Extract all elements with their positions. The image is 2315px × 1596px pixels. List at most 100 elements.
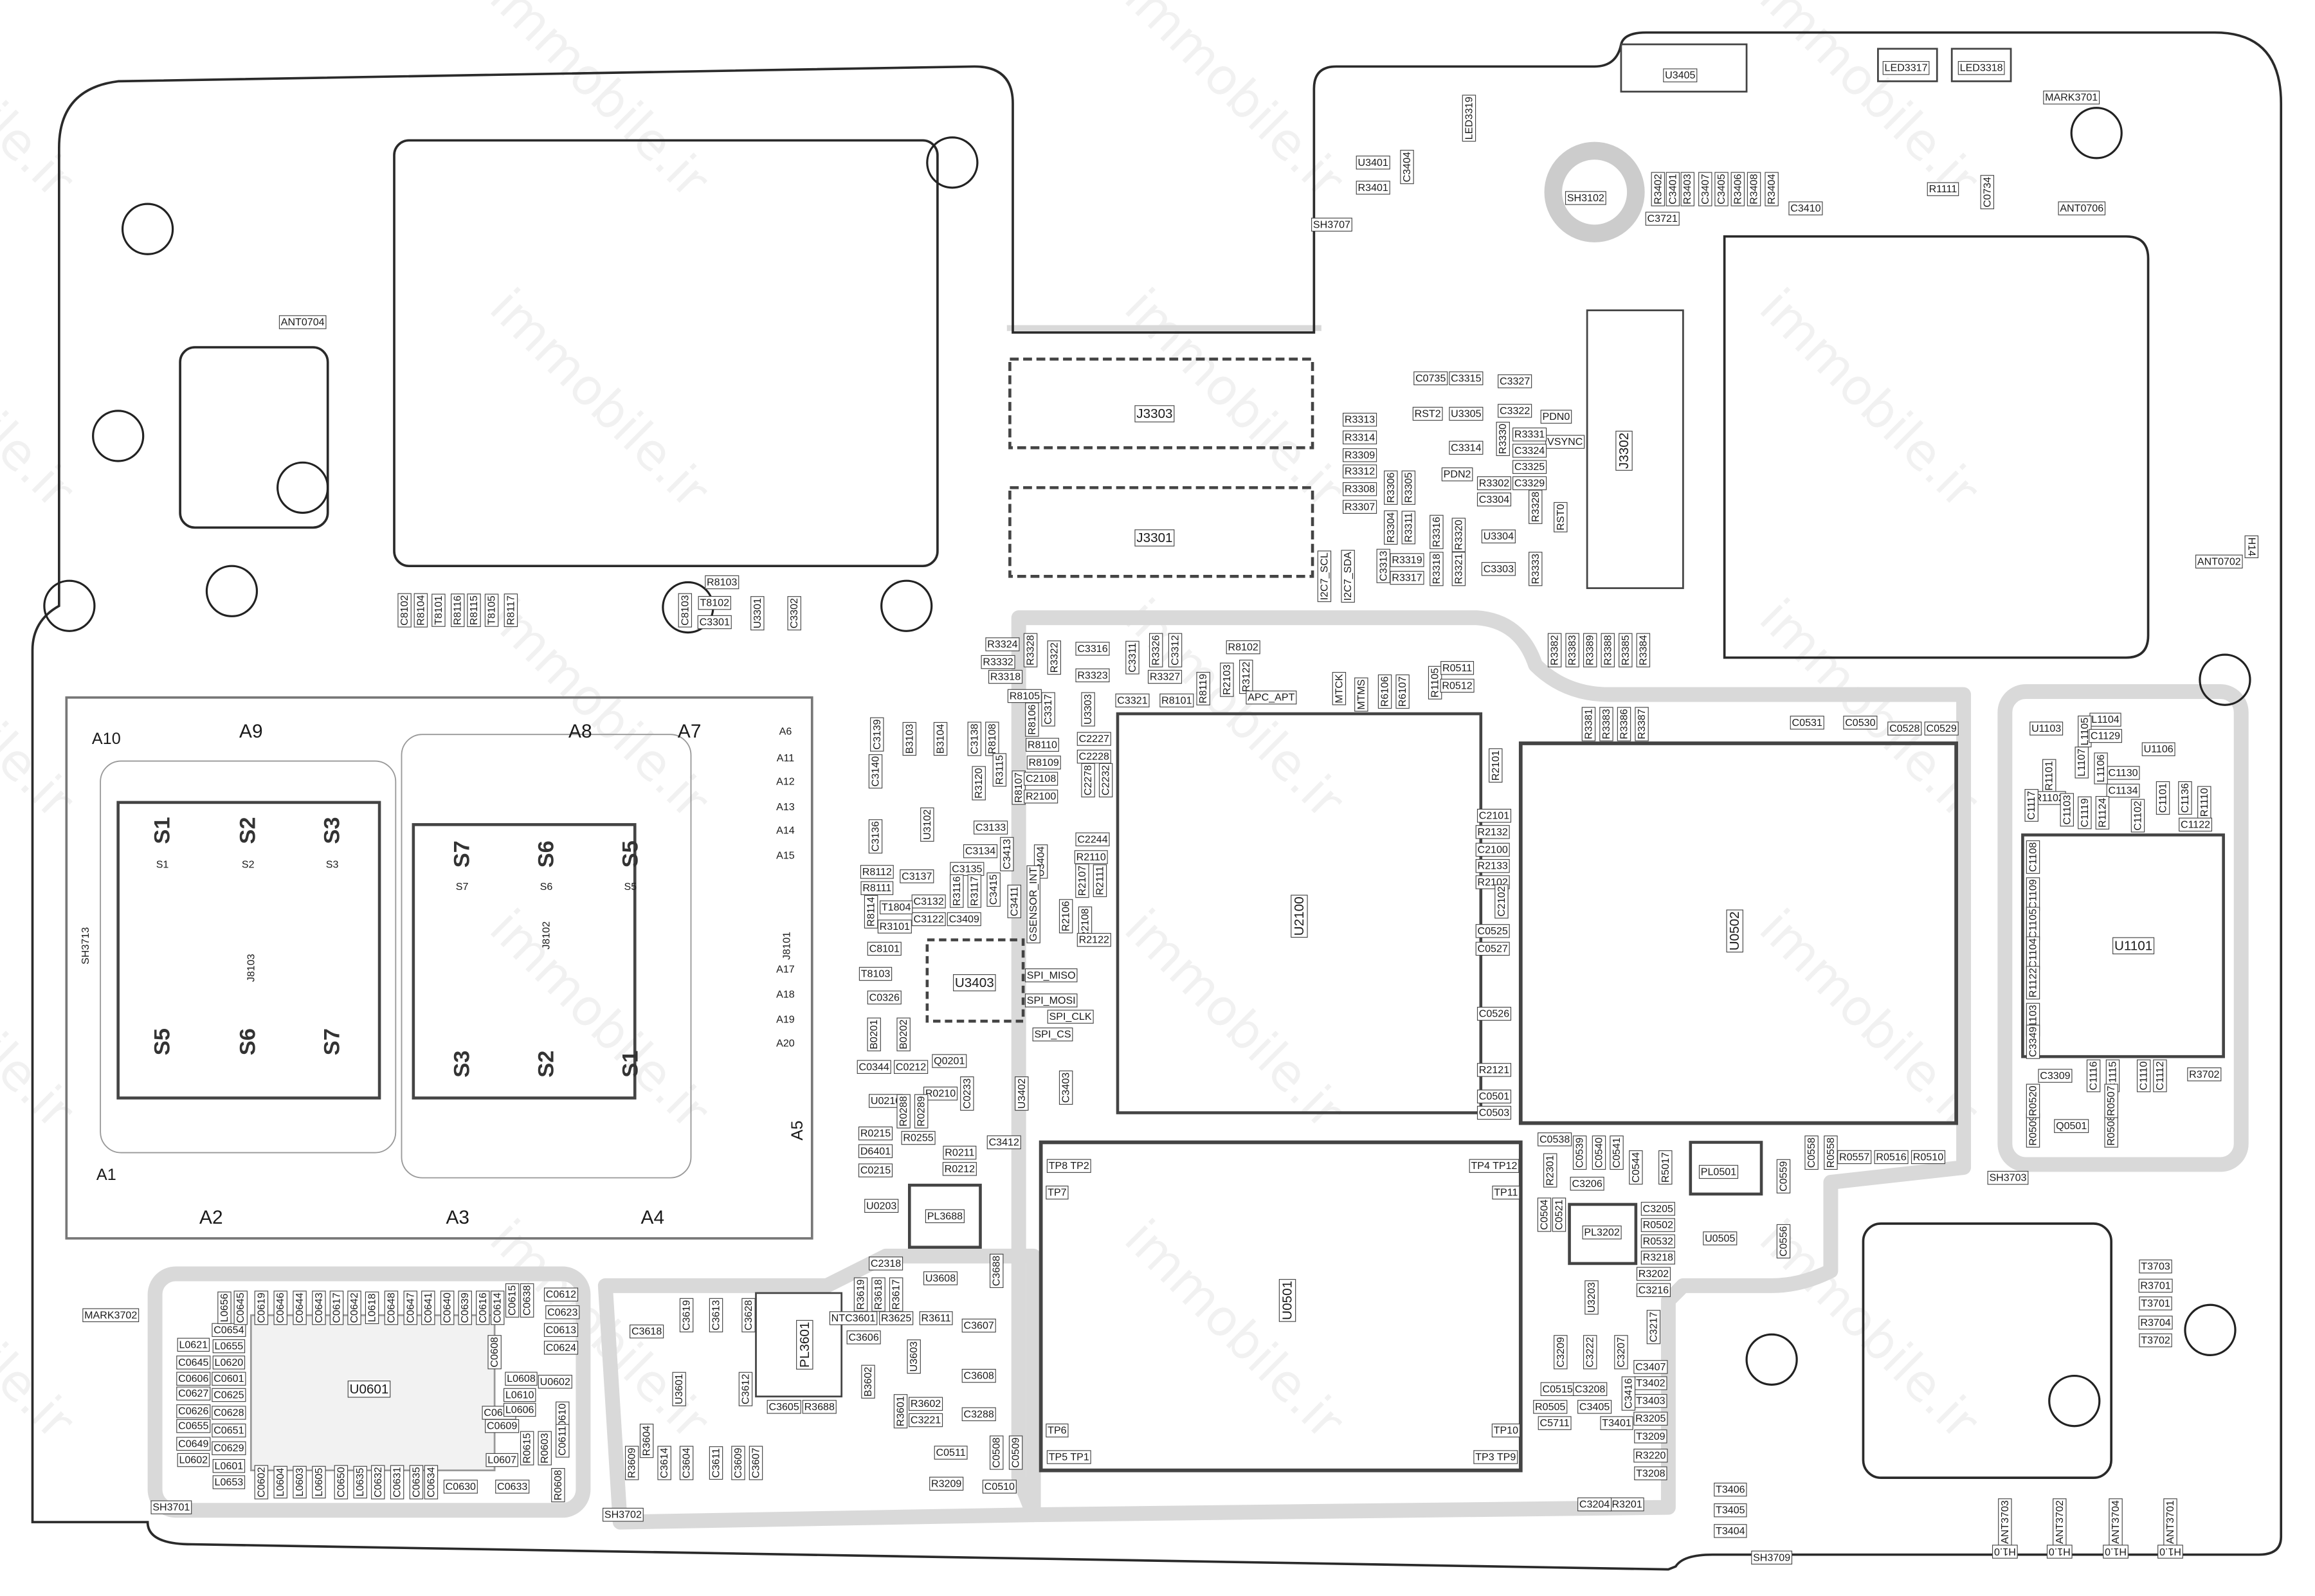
component-outline	[929, 1476, 964, 1491]
component-label: S2	[242, 858, 255, 870]
component-label: C0531	[1792, 717, 1822, 729]
component-label-group: C1110	[2136, 1059, 2151, 1093]
component-label: ANT0702	[2197, 556, 2241, 567]
component-label: R3609	[626, 1447, 638, 1478]
component-label: R0512	[1442, 680, 1472, 691]
component-label: R3305	[1403, 473, 1414, 503]
component-label-group: C0648	[384, 1291, 399, 1325]
component-outline	[503, 1402, 536, 1417]
component-outline	[867, 1017, 881, 1051]
component-label-group: R3324	[985, 637, 1020, 651]
component-outline	[1430, 552, 1444, 586]
component-label-group: SPI_MOSI	[1024, 993, 1078, 1008]
component-label: B3104	[935, 724, 947, 754]
component-outline	[1636, 1267, 1671, 1281]
component-outline	[1714, 172, 1729, 206]
component-outline	[894, 1060, 929, 1074]
component-label: ANT0704	[281, 316, 325, 328]
component-outline	[212, 1475, 246, 1489]
component-label-group: R3101	[877, 920, 912, 934]
component-label: U1103	[2031, 723, 2061, 734]
component-label: ANT3703	[1999, 1500, 2011, 1544]
component-outline	[1024, 772, 1058, 786]
component-label-group: S2	[534, 1051, 558, 1078]
component-outline	[985, 637, 1020, 651]
component-label: C3321	[1117, 694, 1147, 706]
watermark-text: immobile.ir	[1113, 278, 1355, 520]
component-label: C0558	[1806, 1138, 1817, 1168]
component-label: C0529	[1926, 723, 1956, 734]
component-outline	[914, 1094, 929, 1129]
component-outline	[2138, 1316, 2173, 1330]
component-label: L1104	[2091, 714, 2120, 725]
component-label-group: C0559	[1776, 1159, 1791, 1193]
component-outline	[2060, 793, 2074, 827]
component-outline	[212, 1372, 246, 1386]
component-outline	[750, 596, 765, 631]
component-outline	[1581, 707, 1596, 741]
component-outline	[1475, 825, 1510, 839]
component-label: C3410	[1790, 203, 1820, 214]
component-label: C0623	[547, 1307, 577, 1318]
component-label: C0626	[178, 1406, 208, 1417]
component-outline	[705, 575, 740, 590]
component-label-group: C0616	[476, 1291, 490, 1325]
simcard-slot-j8102	[412, 823, 637, 1100]
component-label-group: R2100	[1024, 789, 1058, 804]
component-label: C0643	[313, 1292, 325, 1323]
component-label-group: T3404	[1714, 1524, 1747, 1538]
component-label: SPI_MISO	[1027, 970, 1076, 981]
component-outline	[1058, 899, 1073, 934]
component-label-group: R0532	[1640, 1234, 1675, 1249]
component-label: R3385	[1620, 635, 1631, 665]
component-outline	[2024, 789, 2038, 822]
component-label: C3608	[964, 1370, 994, 1382]
component-label-group: B3104	[933, 721, 948, 756]
component-label-group: C1117	[2024, 789, 2038, 822]
component-label: R8112	[862, 866, 892, 878]
component-label-group: C1134	[2106, 783, 2140, 798]
component-label: C3401	[1667, 174, 1678, 204]
component-label: D6401	[860, 1145, 891, 1157]
component-outline	[1703, 1231, 1738, 1246]
sim-contact-label: S5	[618, 840, 642, 867]
component-label-group: SPI_MISO	[1024, 968, 1078, 983]
component-outline	[1024, 993, 1078, 1008]
component-label-group: R0212	[942, 1162, 977, 1176]
component-label: R8104	[415, 595, 426, 625]
component-label-group: C0525	[1475, 924, 1510, 938]
component-outline	[1440, 678, 1475, 693]
component-label-group: C3322	[1498, 404, 1532, 418]
component-label: R0511	[1442, 662, 1472, 674]
component-label: R3408	[1748, 174, 1760, 204]
component-label: LED3317	[1885, 62, 1928, 74]
component-outline	[1476, 1063, 1512, 1077]
connector-j3302	[1586, 309, 1684, 590]
component-label: R2110	[1076, 851, 1106, 863]
component-label: R3617	[891, 1279, 902, 1309]
component-outline	[1698, 1165, 1739, 1179]
sim-contact-label: S3	[450, 1051, 475, 1078]
component-label-group: PL3202	[1582, 1225, 1622, 1240]
component-label: R6107	[1397, 676, 1408, 707]
component-label: A19	[776, 1014, 795, 1026]
component-outline	[273, 1291, 287, 1325]
component-label-group: C0540	[1592, 1135, 1606, 1170]
component-outline	[538, 1375, 572, 1389]
component-outline	[1640, 1202, 1675, 1216]
component-label-group: U3403	[953, 974, 996, 992]
component-outline	[2244, 535, 2258, 558]
component-label-group: R3327	[1147, 669, 1183, 684]
component-outline	[1058, 1070, 1073, 1105]
component-label: C0627	[178, 1388, 208, 1399]
component-label: C0645	[235, 1292, 246, 1323]
component-label-group: C3137	[900, 869, 934, 884]
component-label-group: B0201	[867, 1017, 881, 1051]
component-label: R2132	[1478, 826, 1508, 838]
component-label-group: ANT3704	[2109, 1498, 2123, 1546]
component-label: T3402	[1636, 1377, 1666, 1389]
component-label-group: R8101	[1159, 693, 1194, 708]
component-label: R8107	[1013, 772, 1024, 803]
component-label: R3321	[1453, 554, 1464, 584]
component-label-group: A13	[776, 801, 795, 813]
